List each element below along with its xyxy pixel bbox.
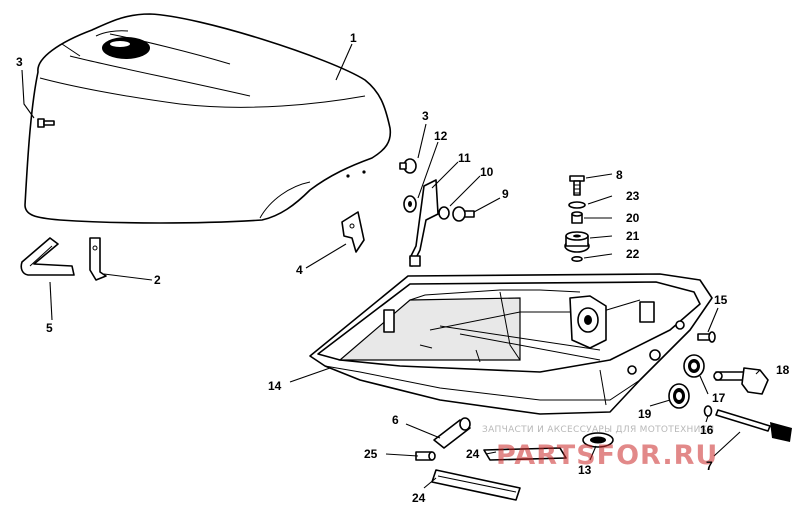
callout-10: 10 (480, 165, 494, 179)
bolt-9 (452, 206, 475, 222)
callout-7: 7 (706, 459, 713, 473)
latch-lever (409, 179, 439, 267)
bracket-2 (89, 237, 107, 281)
grommet-19 (668, 383, 690, 409)
lower-pan (309, 273, 713, 415)
latch-hook (341, 211, 365, 253)
seal-strip (20, 237, 75, 276)
callout-1: 1 (350, 31, 357, 45)
callout-14: 14 (268, 379, 282, 393)
washer-22 (571, 255, 583, 262)
callout-16: 16 (700, 423, 714, 437)
callout-24-upper: 24 (466, 447, 480, 461)
callout-17: 17 (712, 391, 726, 405)
callout-19: 19 (638, 407, 652, 421)
screw-left (37, 118, 55, 128)
callout-2: 2 (154, 273, 161, 287)
cover-vent-grille (102, 37, 150, 59)
callout-3-left: 3 (16, 55, 23, 69)
engine-cover (24, 13, 392, 224)
callout-21: 21 (626, 229, 640, 243)
watermark-tagline: ЗАПЧАСТИ И АКСЕССУАРЫ ДЛЯ МОТОТЕХНИКИ (482, 425, 714, 435)
bushing-16 (703, 405, 713, 417)
grommet-21 (564, 231, 590, 253)
callout-22: 22 (626, 247, 640, 261)
washer-13 (582, 432, 614, 448)
grommet-17 (683, 354, 705, 378)
callout-labels: 1 2 3 3 4 5 6 7 8 9 10 11 12 13 14 15 16… (16, 31, 790, 505)
callout-11: 11 (458, 151, 471, 165)
callout-5: 5 (46, 321, 53, 335)
callout-8: 8 (616, 168, 623, 182)
washer-23 (568, 201, 586, 209)
callout-18: 18 (776, 363, 790, 377)
strip-24-lower (431, 469, 521, 501)
leader-lines (21, 43, 761, 489)
pin-25 (415, 451, 436, 461)
sleeve-6 (433, 417, 471, 449)
bolt-15 (697, 331, 716, 343)
callout-24-lower: 24 (412, 491, 426, 505)
screw-8 (569, 175, 585, 196)
watermark-logo: PARTSFOR.RU (496, 440, 718, 471)
washer-10 (438, 206, 450, 220)
callout-13: 13 (578, 463, 592, 477)
callout-4: 4 (296, 263, 303, 277)
screw-right (399, 158, 417, 174)
callout-12: 12 (434, 129, 448, 143)
washer-12 (403, 195, 417, 213)
bolt-7 (715, 409, 792, 442)
watermark: ЗАПЧАСТИ И АКСЕССУАРЫ ДЛЯ МОТОТЕХНИКИ PA… (482, 425, 718, 471)
callout-3-right: 3 (422, 109, 429, 123)
callout-15: 15 (714, 293, 728, 307)
strip-24-upper (483, 447, 567, 461)
callout-23: 23 (626, 189, 640, 203)
callout-9: 9 (502, 187, 509, 201)
callout-25: 25 (364, 447, 378, 461)
callout-6: 6 (392, 413, 399, 427)
callout-20: 20 (626, 211, 640, 225)
bushing-20 (571, 211, 583, 224)
